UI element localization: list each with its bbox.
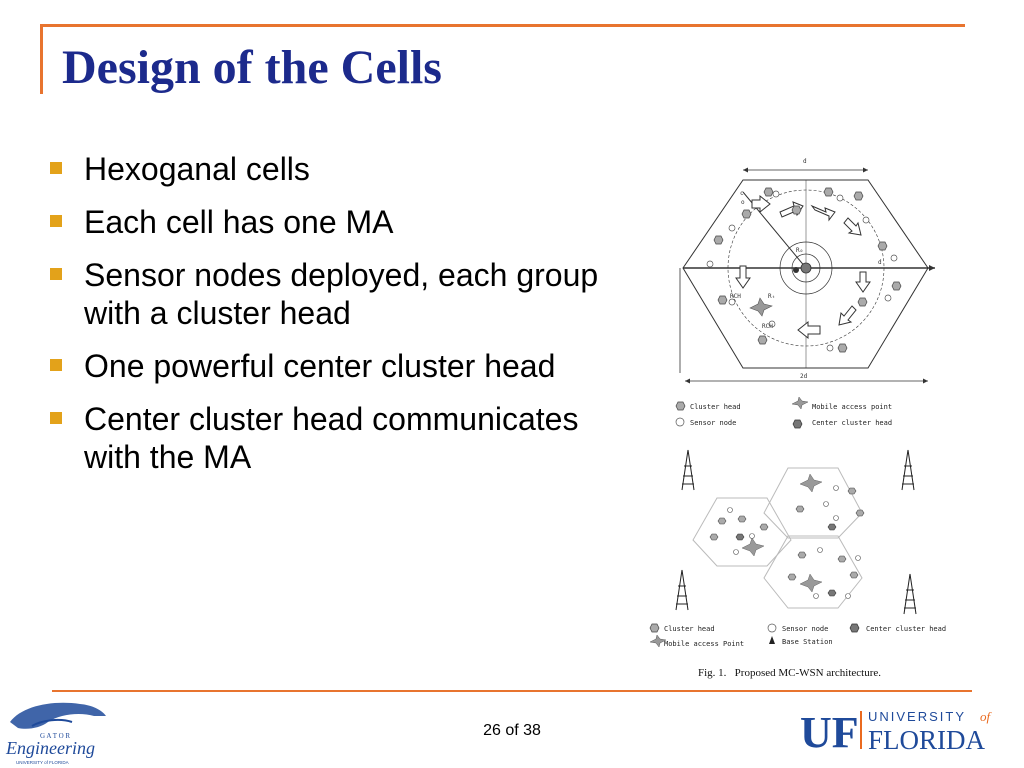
cluster-head-nodes: [709, 487, 865, 581]
label-rch-1: RCH: [730, 293, 741, 300]
bullet-text: Hexoganal cells: [84, 151, 310, 187]
legend-cluster-head: Cluster head: [664, 625, 715, 633]
logo-florida-word: FLORIDA: [868, 725, 986, 755]
sensor-nodes: [706, 190, 898, 352]
legend-top: Cluster head Sensor node Mobile access p…: [675, 396, 892, 429]
bullet-square-icon: [50, 215, 62, 227]
legend-center-cluster-head: Center cluster head: [866, 625, 946, 633]
dimension-label-d-right: d: [878, 259, 882, 266]
legend-cluster-head: Cluster head: [690, 403, 741, 411]
page-number: 26 of 38: [483, 722, 541, 739]
sensor-nodes: [727, 485, 861, 599]
mc-wsn-architecture-figure: d 2d d c o R₀ Rₜ RCH RCH Cluster head Se…: [649, 158, 946, 679]
bullet-item: One powerful center cluster head: [44, 347, 604, 385]
gator-engineering-logo: G A T O R Engineering UNIVERSITY of FLOR…: [5, 702, 106, 765]
title-frame-top: [40, 24, 965, 27]
logo-engineering-text: Engineering: [5, 738, 95, 758]
uf-university-of-florida-logo: UF UNIVERSITY of FLORIDA: [800, 708, 993, 755]
footer-divider: [52, 690, 972, 692]
label-o: o: [741, 199, 745, 206]
bullet-square-icon: [50, 412, 62, 424]
base-station-icon: [675, 569, 689, 611]
bullet-item: Sensor nodes deployed, each group with a…: [44, 256, 604, 332]
bullet-square-icon: [50, 268, 62, 280]
bullet-square-icon: [50, 162, 62, 174]
base-station-icon: [901, 449, 915, 491]
label-r0: R₀: [796, 247, 803, 254]
logo-university-word: UNIVERSITY: [868, 709, 966, 724]
figure-caption: Fig. 1. Proposed MC-WSN architecture.: [698, 667, 881, 679]
logo-uf-mark: UF: [800, 708, 859, 755]
center-cluster-head-node: [735, 523, 837, 597]
legend-mobile-access-point: Mobile access Point: [664, 640, 744, 648]
bullet-item: Center cluster head communicates with th…: [44, 400, 604, 476]
dimension-label-d-top: d: [803, 158, 807, 165]
bullet-text: Sensor nodes deployed, each group with a…: [84, 257, 599, 331]
legend-sensor-node: Sensor node: [782, 625, 828, 633]
slide-title: Design of the Cells: [62, 41, 442, 94]
cluster-head-nodes: [713, 187, 902, 353]
logo-gator-text: G A T O R: [40, 732, 70, 740]
bullet-text: Each cell has one MA: [84, 204, 394, 240]
label-rch-2: RCH: [762, 323, 773, 330]
label-c: c: [740, 190, 744, 197]
base-station-icon: [681, 449, 695, 491]
dimension-label-2d: 2d: [800, 373, 808, 380]
bullet-item: Each cell has one MA: [44, 203, 604, 241]
label-rt: Rₜ: [768, 293, 775, 300]
center-cluster-head-node: [793, 262, 812, 274]
bullet-item: Hexoganal cells: [44, 150, 604, 188]
legend-bottom: Cluster head Sensor node Center cluster …: [649, 623, 946, 648]
mobile-access-point-icon: [749, 297, 773, 317]
bullet-list: Hexoganal cells Each cell has one MA Sen…: [44, 150, 604, 491]
legend-mobile-access-point: Mobile access point: [812, 403, 892, 411]
mobile-access-point-icon: [741, 473, 823, 593]
base-station-icon: [903, 573, 917, 615]
bullet-text: Center cluster head communicates with th…: [84, 401, 579, 475]
multi-cell-diagram: [675, 449, 917, 615]
bullet-square-icon: [50, 359, 62, 371]
hexagon-cell-diagram: [679, 167, 935, 384]
diagram-labels: d 2d d c o R₀ Rₜ RCH RCH: [730, 158, 882, 380]
legend-sensor-node: Sensor node: [690, 419, 736, 427]
bullet-text: One powerful center cluster head: [84, 348, 556, 384]
title-frame-left: [40, 24, 43, 94]
legend-base-station: Base Station: [782, 638, 833, 646]
logo-university-text: UNIVERSITY of FLORIDA: [16, 760, 69, 765]
logo-of-word: of: [980, 709, 993, 724]
legend-center-cluster-head: Center cluster head: [812, 419, 892, 427]
